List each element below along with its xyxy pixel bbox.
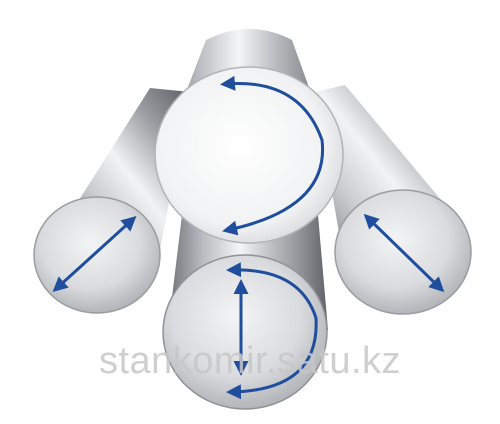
top-steel-bar-face [154,66,344,244]
rotation-arrow-icon [220,75,325,236]
diameter-arrow-icon [52,215,137,293]
rotation-arrow-icon [226,262,318,400]
bottom-steel-bar [162,215,328,410]
right-steel-bar [315,85,472,315]
diameter-arrow-icon [363,213,445,293]
